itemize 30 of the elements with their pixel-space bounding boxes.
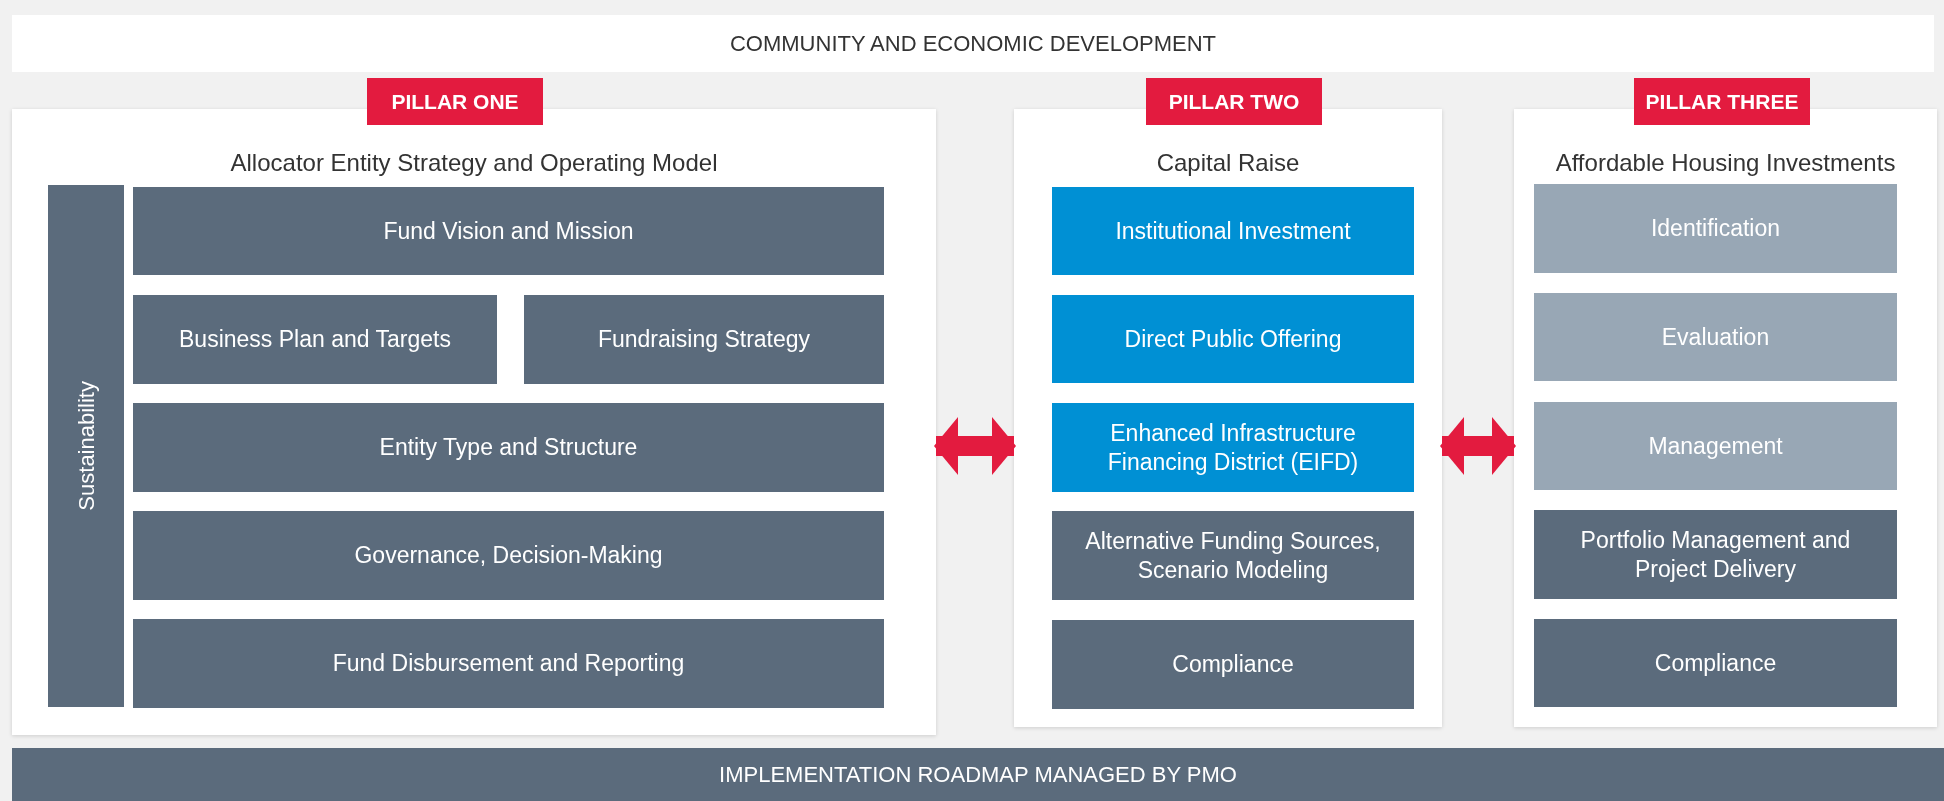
component-box: Fund Vision and Mission xyxy=(133,187,884,275)
pillar-tag: PILLAR ONE xyxy=(367,78,543,125)
pillar-panel xyxy=(12,109,936,735)
component-box: Business Plan and Targets xyxy=(133,295,497,384)
component-box: Compliance xyxy=(1052,620,1414,709)
component-box: Fund Disbursement and Reporting xyxy=(133,619,884,708)
component-box: Alternative Funding Sources, Scenario Modeling xyxy=(1052,511,1414,600)
double-arrow xyxy=(1440,417,1516,475)
side-bar: Sustainability xyxy=(48,185,124,707)
component-box: Enhanced Infrastructure Financing District (EIFD) xyxy=(1052,403,1414,492)
component-box: Portfolio Management and Project Delivery xyxy=(1534,510,1897,599)
component-box: Direct Public Offering xyxy=(1052,295,1414,383)
pillar-panel xyxy=(1514,109,1937,727)
panel-heading: Capital Raise xyxy=(1155,148,1301,178)
footer-banner: IMPLEMENTATION ROADMAP MANAGED BY PMO xyxy=(12,748,1944,801)
component-box: Institutional Investment xyxy=(1052,187,1414,275)
component-box: Entity Type and Structure xyxy=(133,403,884,492)
component-box: Governance, Decision-Making xyxy=(133,511,884,600)
component-box: Evaluation xyxy=(1534,293,1897,381)
pillar-panel xyxy=(1014,109,1442,727)
pillar-tag: PILLAR TWO xyxy=(1146,78,1322,125)
panel-heading: Affordable Housing Investments xyxy=(1554,148,1897,178)
double-arrow xyxy=(934,417,1016,475)
component-box: Fundraising Strategy xyxy=(524,295,884,384)
component-box: Compliance xyxy=(1534,619,1897,707)
component-box: Identification xyxy=(1534,184,1897,273)
panel-heading: Allocator Entity Strategy and Operating Model xyxy=(229,148,719,178)
pillar-tag: PILLAR THREE xyxy=(1634,78,1810,125)
component-box: Management xyxy=(1534,402,1897,490)
header-banner: COMMUNITY AND ECONOMIC DEVELOPMENT xyxy=(12,15,1934,72)
